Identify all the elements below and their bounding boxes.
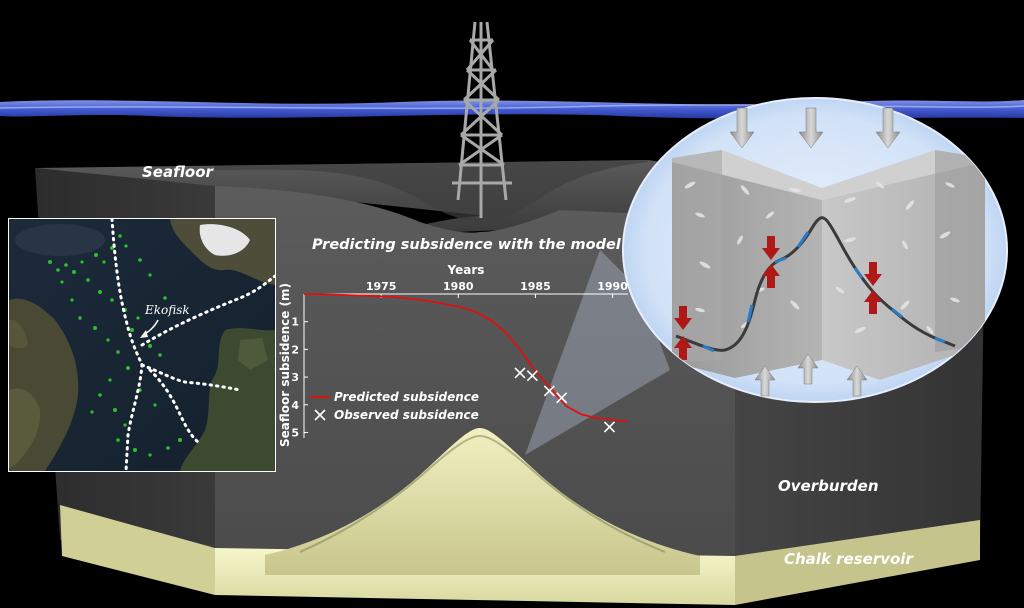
y-axis-label: Seafloor subsidence (m)	[278, 283, 292, 447]
seafloor-trough	[215, 160, 648, 222]
chalk-dome	[265, 428, 700, 575]
label-chalk-reservoir: Chalk reservoir	[784, 550, 914, 568]
ekofisk-map: Ekofisk	[8, 218, 276, 472]
microstructure-bubble	[622, 97, 1008, 403]
observed-point	[556, 392, 568, 404]
observed-subsidence-points	[514, 367, 616, 433]
y-tick-label: 2	[291, 343, 299, 356]
y-tick-label: 5	[291, 426, 299, 439]
y-ticks: 1 2 3 4 5	[291, 316, 308, 439]
label-overburden: Overburden	[778, 477, 879, 495]
x-tick-label: 1990	[597, 280, 628, 293]
y-tick-label: 1	[291, 316, 299, 329]
chart-title: Predicting subsidence with the model	[312, 237, 622, 253]
chalk-layer-right	[735, 520, 980, 605]
y-tick-label: 4	[291, 399, 299, 412]
load-arrows-bottom	[754, 353, 868, 397]
observed-point	[514, 367, 526, 379]
load-arrows-top	[729, 107, 901, 149]
observed-point	[543, 385, 555, 397]
fracture-crack	[675, 216, 956, 352]
y-tick-label: 3	[291, 371, 299, 384]
fracture-stress-arrows	[674, 236, 882, 360]
map-field-label: Ekofisk	[144, 303, 190, 317]
chart-legend: Predicted subsidence Observed subsidence	[310, 390, 479, 422]
observed-point	[526, 370, 538, 382]
x-tick-label: 1980	[443, 280, 474, 293]
snow-region	[199, 224, 250, 256]
subsidence-chart: Predicting subsidence with the model Yea…	[278, 237, 628, 447]
legend-observed-label: Observed subsidence	[334, 408, 479, 422]
x-ticks: 1975 1980 1985 1990	[366, 280, 628, 298]
observed-point	[603, 421, 616, 433]
chalk-layer-left	[60, 505, 215, 595]
x-tick-label: 1985	[520, 280, 551, 293]
label-seafloor: Seafloor	[142, 163, 215, 181]
x-axis-label: Years	[447, 263, 485, 277]
legend-predicted-label: Predicted subsidence	[334, 390, 479, 404]
legend-observed-swatch	[314, 409, 326, 421]
x-tick-label: 1975	[366, 280, 397, 293]
block-front-face	[215, 186, 735, 585]
drilling-platform	[452, 21, 512, 218]
predicted-subsidence-line	[303, 293, 629, 423]
